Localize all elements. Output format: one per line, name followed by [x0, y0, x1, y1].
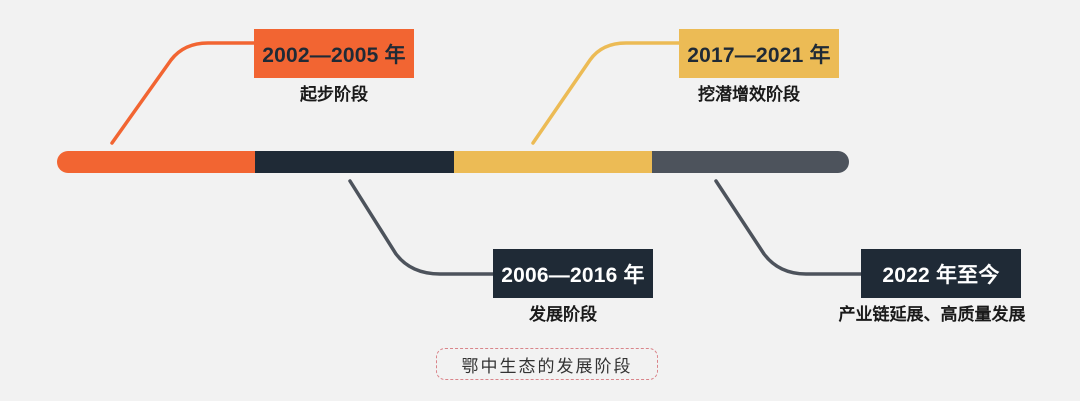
stage-2-label: 发展阶段: [529, 305, 597, 324]
stage-4-years: 2022 年至今: [882, 263, 1000, 287]
timeline-segment-4: [652, 151, 849, 173]
timeline-segment-1: [57, 151, 255, 173]
stage-4-years-box: 2022 年至今: [861, 249, 1021, 298]
stage-2-years-box: 2006—2016 年: [493, 249, 653, 298]
timeline-segment-3: [454, 151, 652, 173]
stage-3-years-box: 2017—2021 年: [679, 29, 839, 78]
stage-3-years: 2017—2021 年: [687, 43, 831, 67]
stage-1-years: 2002—2005 年: [262, 43, 406, 67]
figure-caption: 鄂中生态的发展阶段: [436, 348, 658, 380]
timeline-segment-2: [255, 151, 454, 173]
stage-1-years-box: 2002—2005 年: [254, 29, 414, 78]
stage-4-label: 产业链延展、高质量发展: [838, 305, 1026, 324]
stage-1-label: 起步阶段: [300, 85, 368, 104]
connector-stage-1: [110, 41, 256, 145]
connector-stage-3: [531, 41, 681, 145]
stage-2-years: 2006—2016 年: [501, 263, 645, 287]
connector-stage-2: [348, 179, 495, 276]
connector-stage-4: [714, 179, 863, 276]
stage-3-label: 挖潜增效阶段: [698, 85, 800, 104]
